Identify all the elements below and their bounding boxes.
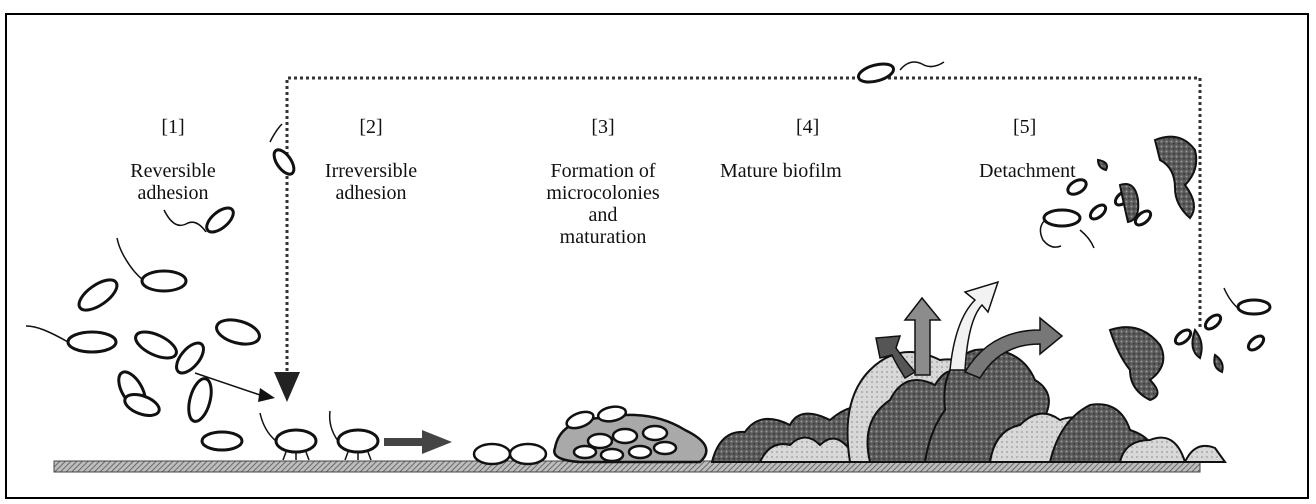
stage-3-label: [3] Formation of microcolonies and matur…: [513, 94, 693, 270]
stage-1-number: [1]: [108, 116, 238, 138]
stage-5-title: Detachment: [979, 160, 1129, 182]
stage-2-number: [2]: [296, 116, 446, 138]
stage-2-label: [2] Irreversible adhesion: [296, 94, 446, 226]
stage-1-title: Reversible adhesion: [108, 160, 238, 204]
stage-1-label: [1] Reversible adhesion: [108, 94, 238, 226]
stage-3-title: Formation of microcolonies and maturatio…: [513, 160, 693, 248]
microcolony: [474, 405, 706, 464]
stage-2-title: Irreversible adhesion: [296, 160, 446, 204]
adhesion-arrowhead: [258, 388, 275, 402]
stage-3-number: [3]: [513, 116, 693, 138]
attached-bacteria: [260, 411, 378, 460]
stage-5-label: [5] Detachment: [979, 94, 1129, 204]
stage-4-title: Mature biofilm: [720, 160, 900, 182]
stage-4-number: [4]: [720, 116, 900, 138]
down-arrowhead: [274, 372, 300, 402]
growth-arrow: [384, 430, 452, 454]
stage-5-number: [5]: [979, 116, 1129, 138]
stage-4-label: [4] Mature biofilm: [720, 94, 900, 204]
